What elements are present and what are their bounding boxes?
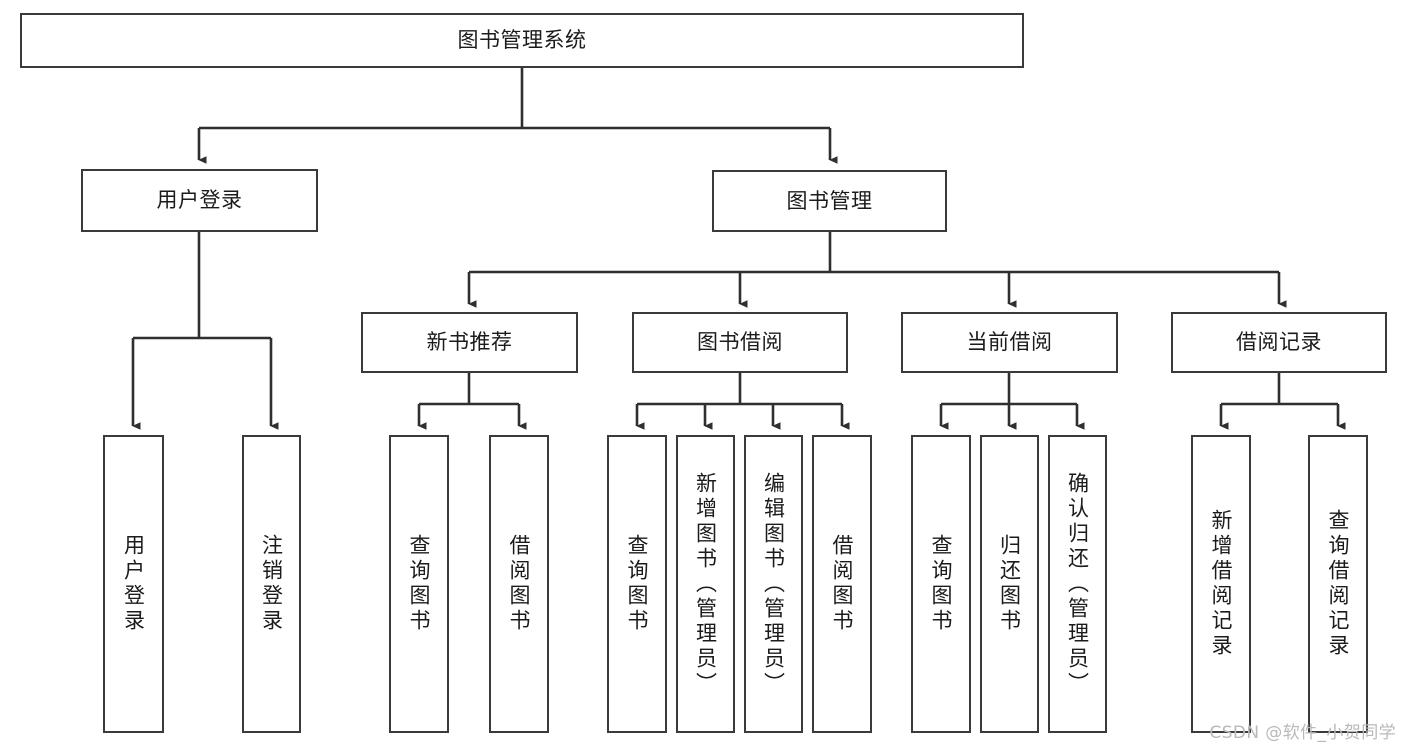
node-leaf-borrow-book-1-label: 借阅图书 bbox=[507, 534, 532, 634]
node-current-borrow-label: 当前借阅 bbox=[966, 330, 1053, 355]
node-leaf-add-book[interactable]: 新增图书（管理员） bbox=[676, 435, 735, 733]
node-book-borrow-label: 图书借阅 bbox=[697, 330, 783, 355]
node-book-borrow[interactable]: 图书借阅 bbox=[632, 312, 848, 373]
node-root[interactable]: 图书管理系统 bbox=[20, 13, 1024, 68]
node-leaf-query-book-2[interactable]: 查询图书 bbox=[607, 435, 667, 733]
node-leaf-user-login-label: 用户登录 bbox=[121, 534, 146, 634]
node-user-login[interactable]: 用户登录 bbox=[81, 169, 318, 232]
node-leaf-query-book-2-label: 查询图书 bbox=[625, 534, 650, 634]
node-leaf-return-book[interactable]: 归还图书 bbox=[980, 435, 1039, 733]
node-new-book-recommend-label: 新书推荐 bbox=[426, 330, 513, 355]
node-leaf-query-book-3[interactable]: 查询图书 bbox=[911, 435, 971, 733]
node-leaf-add-book-label: 新增图书（管理员） bbox=[693, 471, 718, 697]
node-leaf-user-logout-label: 注销登录 bbox=[259, 534, 284, 634]
node-book-manage[interactable]: 图书管理 bbox=[712, 170, 947, 232]
node-leaf-query-book-1-label: 查询图书 bbox=[407, 534, 432, 634]
node-root-label: 图书管理系统 bbox=[457, 28, 587, 53]
node-leaf-add-record[interactable]: 新增借阅记录 bbox=[1191, 435, 1251, 733]
node-borrow-record[interactable]: 借阅记录 bbox=[1171, 312, 1387, 373]
node-leaf-query-book-3-label: 查询图书 bbox=[929, 534, 954, 634]
node-user-login-label: 用户登录 bbox=[156, 188, 243, 213]
node-leaf-borrow-book-2-label: 借阅图书 bbox=[830, 534, 855, 634]
node-borrow-record-label: 借阅记录 bbox=[1236, 330, 1322, 355]
node-leaf-user-login[interactable]: 用户登录 bbox=[103, 435, 164, 733]
node-leaf-query-book-1[interactable]: 查询图书 bbox=[389, 435, 449, 733]
node-leaf-confirm-return-label: 确认归还（管理员） bbox=[1065, 471, 1090, 697]
node-leaf-user-logout[interactable]: 注销登录 bbox=[242, 435, 301, 733]
node-leaf-edit-book[interactable]: 编辑图书（管理员） bbox=[744, 435, 803, 733]
watermark-text: CSDN @软件_小贺同学 bbox=[1209, 723, 1396, 743]
node-new-book-recommend[interactable]: 新书推荐 bbox=[361, 312, 578, 373]
node-leaf-confirm-return[interactable]: 确认归还（管理员） bbox=[1048, 435, 1107, 733]
node-leaf-add-record-label: 新增借阅记录 bbox=[1209, 509, 1234, 659]
node-current-borrow[interactable]: 当前借阅 bbox=[901, 312, 1118, 373]
node-leaf-borrow-book-1[interactable]: 借阅图书 bbox=[489, 435, 549, 733]
node-leaf-query-record-label: 查询借阅记录 bbox=[1326, 509, 1351, 659]
node-leaf-edit-book-label: 编辑图书（管理员） bbox=[761, 471, 786, 697]
node-leaf-borrow-book-2[interactable]: 借阅图书 bbox=[812, 435, 872, 733]
node-leaf-query-record[interactable]: 查询借阅记录 bbox=[1308, 435, 1368, 733]
node-book-manage-label: 图书管理 bbox=[786, 188, 873, 213]
node-leaf-return-book-label: 归还图书 bbox=[997, 534, 1022, 634]
